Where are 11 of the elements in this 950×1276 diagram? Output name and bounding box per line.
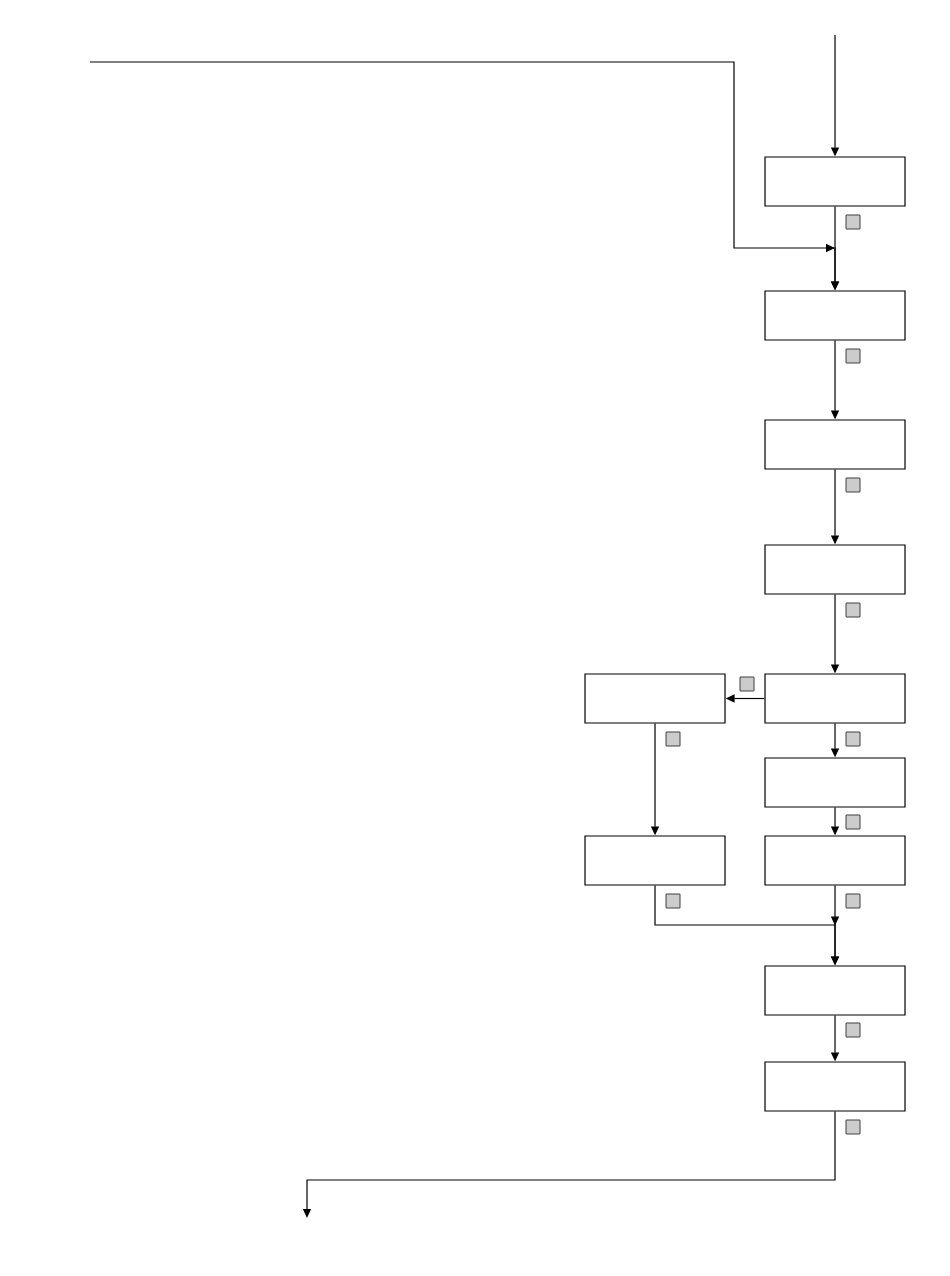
process-box [764, 757, 906, 808]
process-box [764, 673, 906, 724]
process-box [764, 419, 906, 470]
process-box [764, 965, 906, 1016]
process-box [764, 1061, 906, 1112]
process-box [764, 544, 906, 595]
process-box [584, 673, 726, 724]
process-box [764, 156, 906, 207]
process-box [764, 835, 906, 886]
process-box [764, 290, 906, 341]
process-box [584, 835, 726, 886]
